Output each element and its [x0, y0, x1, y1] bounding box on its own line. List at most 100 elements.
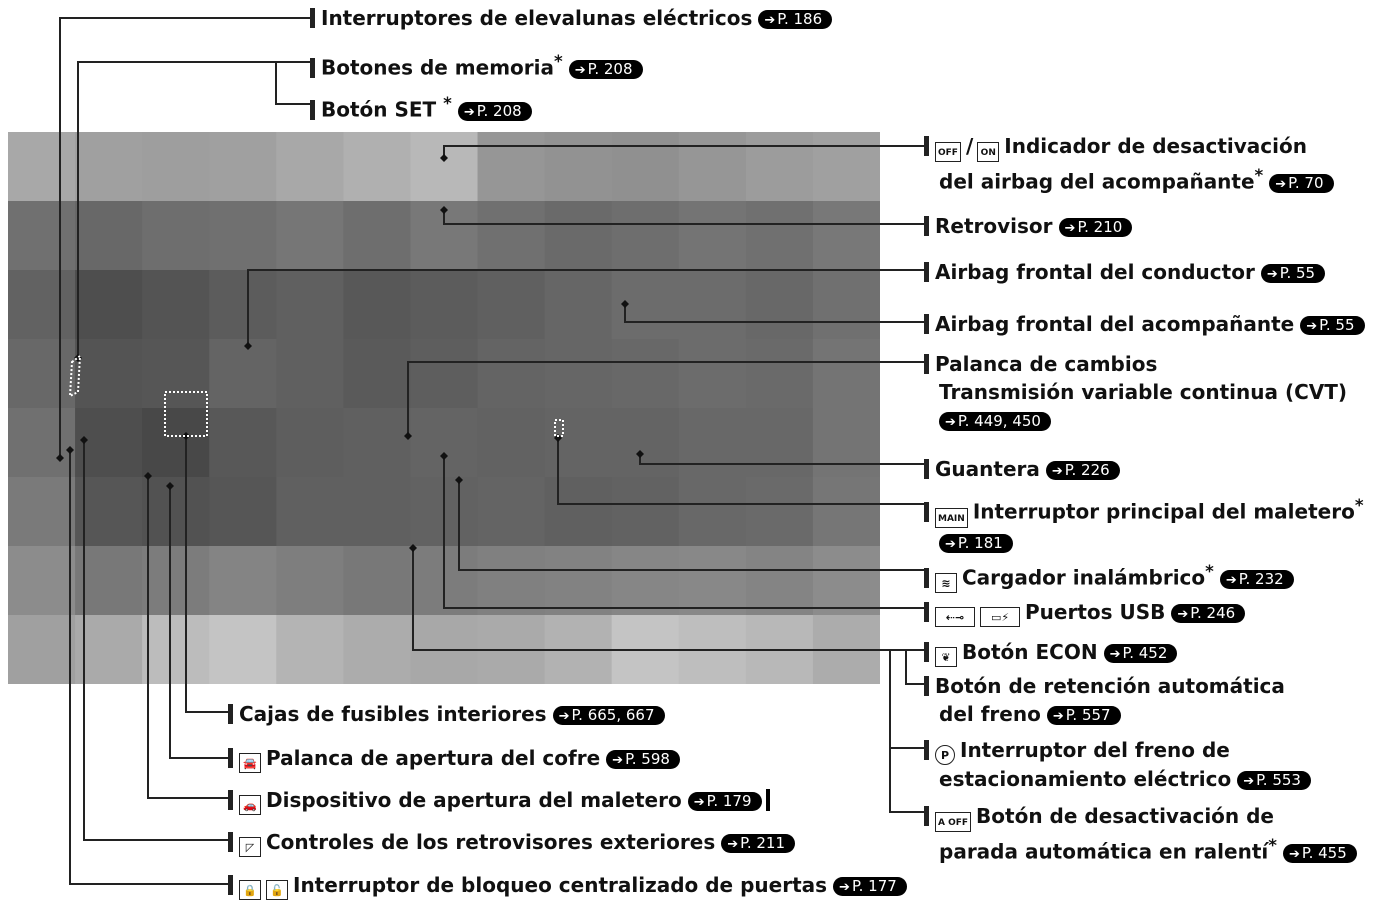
shift-lever-line1: Palanca de cambios	[935, 352, 1158, 376]
photo-tile	[745, 615, 814, 684]
photo-tile	[745, 477, 814, 547]
callout-hood-release: 🚘Palanca de apertura del cofre➔P. 598	[228, 744, 680, 773]
photo-tile	[8, 546, 76, 616]
photo-tile	[611, 270, 680, 340]
page-ref-badge[interactable]: ➔P. 55	[1260, 264, 1326, 283]
photo-tile	[812, 615, 880, 684]
hood-release-label: Palanca de apertura del cofre	[266, 746, 601, 770]
photo-tile	[812, 408, 880, 478]
photo-tile	[75, 615, 143, 684]
photo-tile	[745, 132, 814, 202]
page-ref-badge[interactable]: ➔P. 210	[1058, 218, 1133, 237]
photo-tile	[477, 408, 546, 478]
page-ref-badge[interactable]: ➔P. 455	[1282, 843, 1357, 863]
photo-tile	[209, 477, 277, 547]
photo-tile	[477, 546, 546, 616]
photo-tile	[544, 615, 613, 684]
page-ref-badge[interactable]: ➔P. 665, 667	[552, 706, 665, 725]
idle-stop-line1: Botón de desactivación de	[976, 804, 1274, 828]
photo-tile	[477, 132, 546, 202]
page-ref-badge[interactable]: ➔P. 208	[568, 59, 643, 79]
idle-stop-line2: parada automática en ralentí	[939, 839, 1269, 864]
page-ref-badge[interactable]: ➔P. 177	[833, 877, 907, 896]
photo-tile	[678, 615, 747, 684]
page-ref-badge[interactable]: ➔P. 179	[687, 792, 762, 811]
callout-trunk-release: 🚗Dispositivo de apertura del maletero ➔P.…	[228, 786, 770, 815]
asterisk: *	[554, 52, 563, 71]
page-ref-badge[interactable]: ➔P. 598	[606, 750, 680, 769]
photo-tile	[276, 615, 344, 684]
parking-brake-line2: estacionamiento eléctrico	[939, 767, 1232, 791]
photo-tile	[8, 201, 76, 271]
callout-mirror-controls: ◸Controles de los retrovisores exteriore…	[228, 828, 796, 857]
usb-icon: ⇠⊸	[935, 607, 975, 627]
page-ref-badge[interactable]: ➔P. 186	[758, 10, 833, 29]
trunk-main-icon: MAIN	[935, 507, 968, 528]
page-ref-badge[interactable]: ➔P. 208	[457, 101, 532, 121]
dashboard-photo	[8, 132, 880, 684]
photo-tile	[75, 339, 143, 409]
photo-tile	[142, 408, 210, 478]
page-ref-badge[interactable]: ➔P. 557	[1046, 706, 1121, 725]
photo-tile	[745, 408, 814, 478]
auto-idle-stop-off-icon: A OFF	[935, 812, 972, 832]
photo-tile	[209, 615, 277, 684]
lock-open-icon: 🔓	[266, 880, 288, 900]
page-ref-badge[interactable]: ➔P. 55	[1300, 316, 1365, 335]
callout-econ: ❦Botón ECON➔P. 452	[924, 638, 1178, 667]
photo-tile	[410, 132, 479, 202]
memory-buttons-label: Botones de memoria	[321, 55, 554, 80]
auto-brake-hold-line1: Botón de retención automática	[935, 674, 1285, 698]
page-ref-badge[interactable]: ➔P. 553	[1237, 771, 1311, 790]
asterisk: *	[1254, 166, 1264, 185]
page-ref-badge[interactable]: ➔P. 226	[1045, 461, 1120, 480]
photo-tile	[209, 339, 277, 409]
photo-tile	[8, 477, 76, 547]
photo-tile	[812, 477, 880, 547]
page-ref-badge[interactable]: ➔P. 452	[1103, 644, 1178, 663]
photo-tile	[276, 546, 344, 616]
photo-tile	[544, 408, 613, 478]
trunk-release-label: Dispositivo de apertura del maletero	[266, 788, 682, 812]
photo-tile	[343, 201, 412, 271]
page-ref-badge[interactable]: ➔P. 449, 450	[939, 412, 1051, 431]
callout-power-windows: Interruptores de elevalunas eléctricos➔P…	[310, 4, 833, 32]
page-ref-badge[interactable]: ➔P. 70	[1269, 173, 1334, 193]
photo-tile	[678, 546, 747, 616]
photo-tile	[142, 132, 210, 202]
photo-tile	[343, 615, 412, 684]
photo-tile	[276, 408, 344, 478]
photo-tile	[611, 132, 680, 202]
page-ref-badge[interactable]: ➔P. 211	[721, 834, 796, 853]
photo-tile	[544, 132, 613, 202]
photo-tile	[477, 201, 546, 271]
trunk-open-car-icon: 🚗	[239, 795, 261, 815]
airbag-off-icon: OFF	[935, 142, 961, 162]
photo-tile	[343, 546, 412, 616]
photo-tile	[812, 201, 880, 271]
page-ref-badge[interactable]: ➔P. 232	[1219, 569, 1294, 589]
callout-door-lock: 🔒🔓Interruptor de bloqueo centralizado de…	[228, 871, 907, 900]
photo-tile	[611, 339, 680, 409]
page-ref-badge[interactable]: ➔P. 246	[1171, 604, 1246, 623]
photo-tile	[75, 270, 143, 340]
photo-tile	[678, 339, 747, 409]
usb-label: Puertos USB	[1025, 600, 1166, 624]
lock-closed-icon: 🔒	[239, 880, 261, 900]
photo-tile	[276, 270, 344, 340]
photo-tile	[745, 270, 814, 340]
wireless-charger-label: Cargador inalámbrico	[962, 565, 1206, 590]
photo-tile	[410, 339, 479, 409]
page-ref-badge[interactable]: ➔P. 181	[939, 533, 1013, 553]
photo-tile	[410, 201, 479, 271]
set-button-label: Botón SET	[321, 97, 437, 122]
photo-tile	[410, 477, 479, 547]
photo-tile	[477, 270, 546, 340]
airbag-off-line1: Indicador de desactivación	[1004, 134, 1307, 158]
door-lock-label: Interruptor de bloqueo centralizado de p…	[293, 873, 828, 897]
photo-tile	[75, 477, 143, 547]
photo-tile	[142, 477, 210, 547]
parking-brake-line1: Interruptor del freno de	[960, 738, 1230, 762]
mirror-label: Retrovisor	[935, 214, 1053, 238]
